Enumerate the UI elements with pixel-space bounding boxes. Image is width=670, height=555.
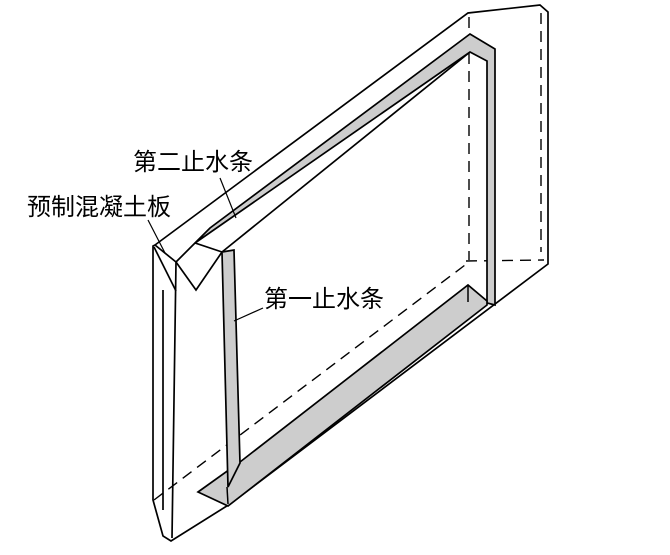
leader-precast-panel [147, 219, 166, 254]
panel-inner-recess-edge [221, 51, 471, 253]
panel-groove-end-face [175, 251, 223, 292]
labels: 第二止水条 预制混凝土板 第一止水条 [27, 149, 384, 313]
hidden-edges [153, 13, 545, 501]
label-precast-concrete-panel: 预制混凝土板 [27, 194, 171, 221]
label-second-waterstop: 第二止水条 [133, 149, 253, 176]
first-strip-end-edge [226, 486, 229, 505]
hidden-edge-bottom-back [153, 261, 470, 501]
leader-second-waterstop [219, 177, 237, 219]
label-first-waterstop: 第一止水条 [264, 286, 384, 313]
panel-left-face-chamfer [153, 246, 177, 292]
leader-first-waterstop [233, 307, 264, 322]
waterstop-strips [194, 32, 496, 507]
hidden-edge-bottom-right [465, 259, 545, 262]
leader-lines [147, 177, 264, 322]
first-waterstop-strip [221, 249, 241, 488]
second-waterstop-strip [194, 32, 496, 307]
